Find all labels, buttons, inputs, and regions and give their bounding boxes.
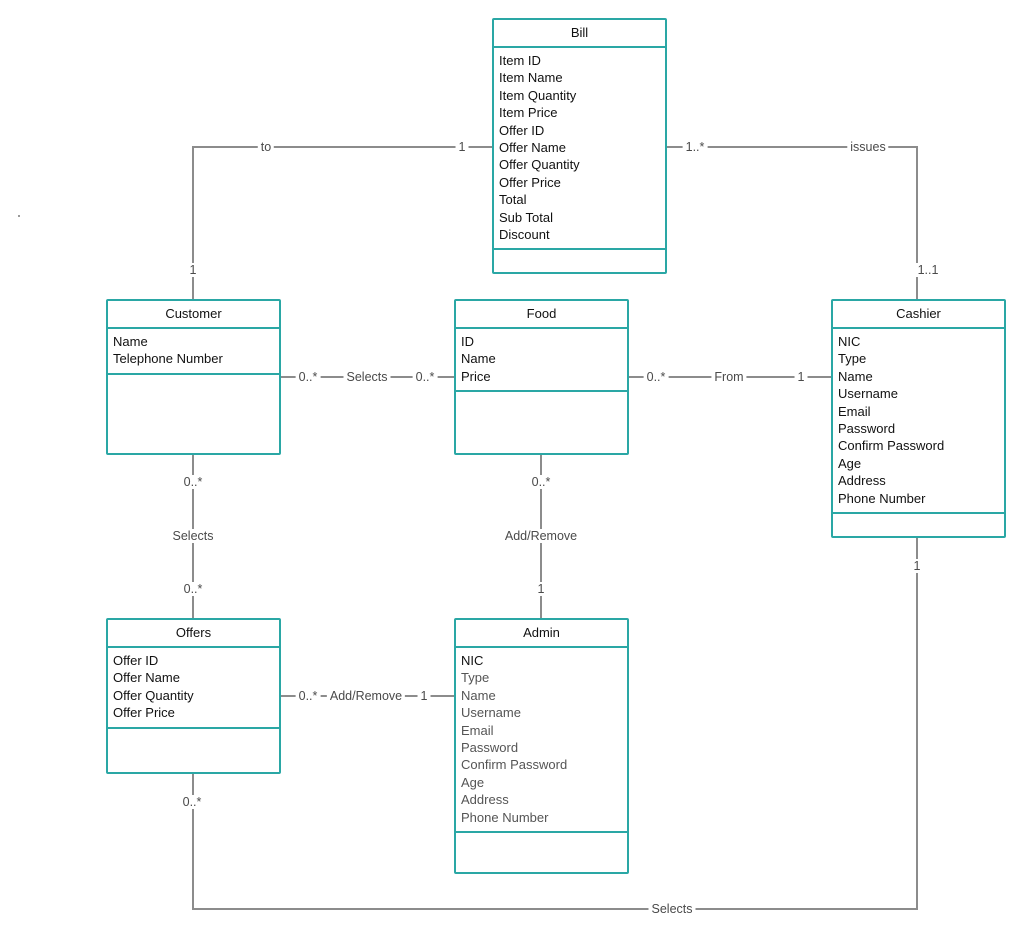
relation-label-issues: issues — [847, 140, 889, 154]
attribute: Age — [838, 455, 862, 471]
attribute: Name — [461, 687, 496, 703]
relation-label-selects-food: Selects — [343, 370, 391, 384]
class-customer[interactable]: Customer Name Telephone Number — [106, 299, 281, 455]
attribute: Email — [838, 403, 871, 419]
attribute: Item Name — [499, 70, 563, 86]
attribute: Item Quantity — [499, 87, 577, 103]
class-food[interactable]: Food ID Name Price — [454, 299, 629, 455]
class-admin-attributes: NIC Type Name Username Email Password Co… — [456, 648, 627, 833]
line-bill-cashier[interactable] — [667, 146, 918, 299]
multiplicity-cashier-issues: 1..1 — [914, 263, 942, 277]
attribute: Offer Name — [113, 670, 180, 686]
attribute: Offer Quantity — [113, 687, 194, 703]
attribute: Telephone Number — [113, 351, 223, 367]
attribute: Name — [838, 368, 873, 384]
attribute: Email — [461, 722, 494, 738]
class-bill-name: Bill — [494, 20, 665, 48]
multiplicity-admin-add-remove-food: 1 — [534, 582, 548, 596]
class-admin[interactable]: Admin NIC Type Name Username Email Passw… — [454, 618, 629, 874]
attribute: Confirm Password — [838, 438, 945, 454]
multiplicity-bill-issues: 1..* — [682, 140, 708, 154]
attribute: NIC — [461, 653, 484, 668]
multiplicity-offers-selects-cashier: 0..* — [179, 795, 205, 809]
multiplicity-food-add-remove: 0..* — [528, 475, 554, 489]
attribute: Password — [838, 421, 896, 437]
multiplicity-food-selects: 0..* — [412, 370, 438, 384]
attribute: Offer ID — [499, 122, 545, 138]
class-offers-attributes: Offer ID Offer Name Offer Quantity Offer… — [108, 648, 279, 729]
class-food-attributes: ID Name Price — [456, 329, 627, 392]
class-bill-attributes: Item ID Item Name Item Quantity Item Pri… — [494, 48, 665, 250]
attribute: Offer Price — [113, 705, 175, 721]
attribute: Offer Price — [499, 174, 561, 190]
multiplicity-offers-selects: 0..* — [180, 582, 206, 596]
multiplicity-customer-to: 1 — [186, 263, 200, 277]
class-customer-name: Customer — [108, 301, 279, 329]
attribute: NIC — [838, 334, 861, 349]
class-offers-name: Offers — [108, 620, 279, 648]
attribute: Sub Total — [499, 209, 553, 225]
multiplicity-offers-add-remove: 0..* — [295, 689, 321, 703]
attribute: Type — [838, 351, 867, 367]
attribute: Age — [461, 774, 485, 790]
attribute: Confirm Password — [461, 757, 568, 773]
multiplicity-customer-selects-offers: 0..* — [180, 475, 206, 489]
line-customer-bill[interactable] — [192, 146, 492, 299]
attribute: ID — [461, 334, 474, 349]
stray-dot — [18, 215, 20, 217]
attribute: Type — [461, 670, 490, 686]
attribute: Offer Name — [499, 140, 566, 156]
attribute: Offer ID — [113, 653, 159, 668]
class-admin-name: Admin — [456, 620, 627, 648]
multiplicity-cashier-selects-offers: 1 — [910, 559, 924, 573]
multiplicity-food-from: 0..* — [643, 370, 669, 384]
attribute: Offer Quantity — [499, 157, 580, 173]
multiplicity-bill-to: 1 — [455, 140, 469, 154]
attribute: Item Price — [499, 105, 558, 121]
class-customer-attributes: Name Telephone Number — [108, 329, 279, 375]
attribute: Total — [499, 192, 527, 208]
relation-label-to: to — [257, 140, 275, 154]
multiplicity-customer-selects-food: 0..* — [295, 370, 321, 384]
relation-label-add-remove-food: Add/Remove — [501, 529, 581, 543]
class-cashier-attributes: NIC Type Name Username Email Password Co… — [833, 329, 1004, 514]
class-offers[interactable]: Offers Offer ID Offer Name Offer Quantit… — [106, 618, 281, 774]
line-offers-cashier[interactable] — [192, 538, 918, 910]
attribute: Discount — [499, 227, 550, 243]
relation-label-from: From — [711, 370, 747, 384]
relation-label-selects-offers: Selects — [169, 529, 217, 543]
attribute: Phone Number — [461, 809, 549, 825]
relation-label-add-remove-offers: Add/Remove — [326, 689, 406, 703]
class-cashier-name: Cashier — [833, 301, 1004, 329]
multiplicity-admin-add-remove-offers: 1 — [417, 689, 431, 703]
attribute: Username — [838, 386, 898, 402]
attribute: Username — [461, 705, 521, 721]
attribute: Address — [838, 473, 886, 489]
attribute: Phone Number — [838, 490, 926, 506]
attribute: Address — [461, 792, 509, 808]
attribute: Name — [461, 351, 496, 367]
relation-label-selects-cashier: Selects — [648, 902, 696, 916]
class-cashier[interactable]: Cashier NIC Type Name Username Email Pas… — [831, 299, 1006, 538]
attribute: Item ID — [499, 53, 541, 68]
attribute: Price — [461, 368, 491, 384]
multiplicity-cashier-from: 1 — [794, 370, 808, 384]
class-food-name: Food — [456, 301, 627, 329]
attribute: Password — [461, 740, 519, 756]
attribute: Name — [113, 334, 148, 349]
class-bill[interactable]: Bill Item ID Item Name Item Quantity Ite… — [492, 18, 667, 274]
